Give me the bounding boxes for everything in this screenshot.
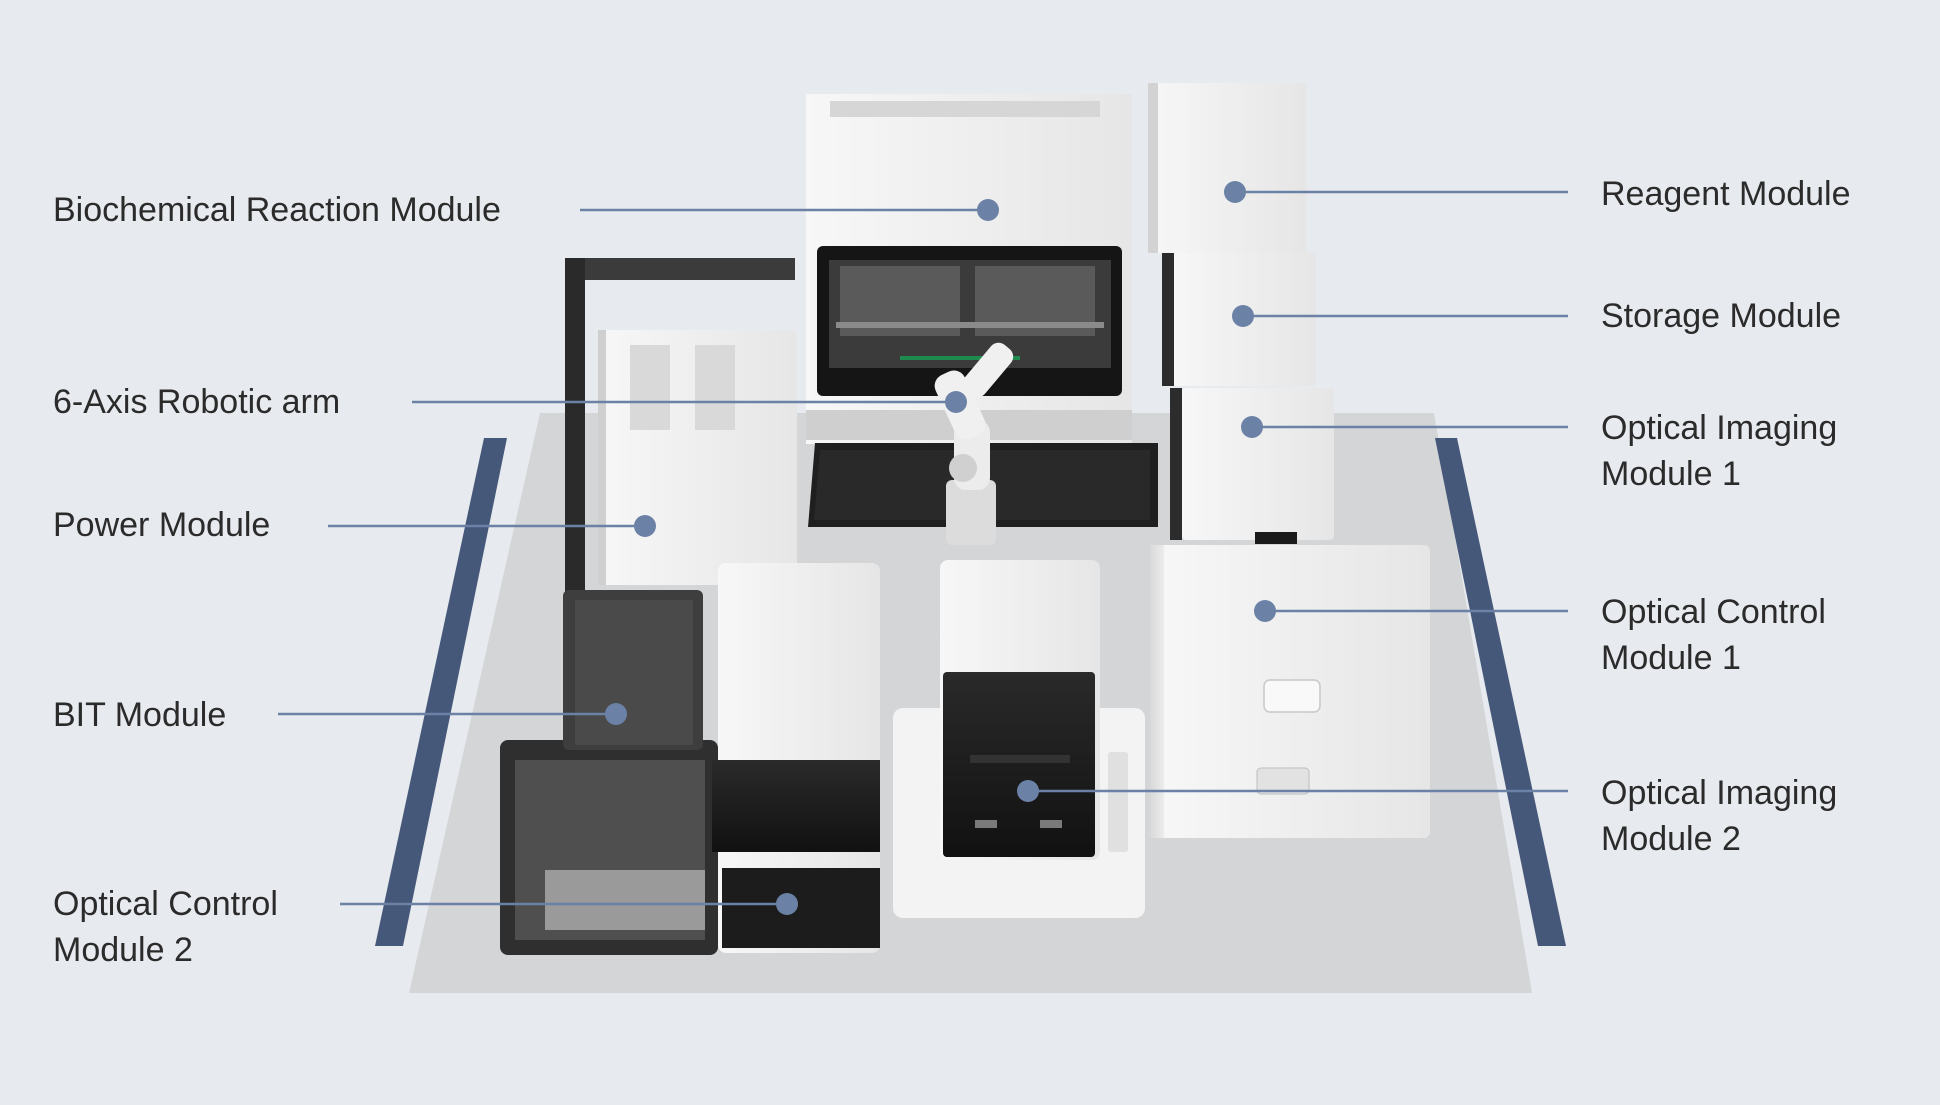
bit-module <box>563 590 703 750</box>
optical-imaging-module-2 <box>893 560 1145 918</box>
callout-dot-optical-imaging-module-2 <box>1017 780 1039 802</box>
label-biochemical-reaction-module: Biochemical Reaction Module <box>53 191 501 229</box>
label-bit-module: BIT Module <box>53 696 227 734</box>
callout-dot-optical-imaging-module-1 <box>1241 416 1263 438</box>
label-power-module: Power Module <box>53 506 271 544</box>
label-optical-imaging-module-2: Optical Imaging Module 2 <box>1601 774 1838 858</box>
label-optical-control-module-1: Optical Control Module 1 <box>1601 593 1826 677</box>
callout-dot-storage-module <box>1232 305 1254 327</box>
label-storage-module: Storage Module <box>1601 297 1842 335</box>
callout-dot-bit-module <box>605 703 627 725</box>
power-module <box>598 330 797 585</box>
callout-dot-optical-control-module-2 <box>776 893 798 915</box>
label-optical-control-module-2: Optical Control Module 2 <box>53 885 278 969</box>
optical-imaging-module-1 <box>1170 388 1334 544</box>
callout-dot-robotic-arm <box>945 391 967 413</box>
callout-dot-optical-control-module-1 <box>1254 600 1276 622</box>
reagent-module <box>1148 83 1306 253</box>
label-optical-imaging-module-1: Optical Imaging Module 1 <box>1601 409 1838 493</box>
callout-dot-reagent-module <box>1224 181 1246 203</box>
label-reagent-module: Reagent Module <box>1601 175 1851 213</box>
frame-enclosure <box>500 258 795 955</box>
rail-right <box>1435 438 1566 946</box>
callout-dot-power-module <box>634 515 656 537</box>
callout-lines <box>278 181 1568 915</box>
label-robotic-arm: 6-Axis Robotic arm <box>53 383 341 421</box>
optical-control-module-2 <box>712 563 880 953</box>
rail-left <box>375 438 507 946</box>
optical-control-module-1 <box>1150 545 1430 838</box>
callout-dot-biochemical-reaction <box>977 199 999 221</box>
